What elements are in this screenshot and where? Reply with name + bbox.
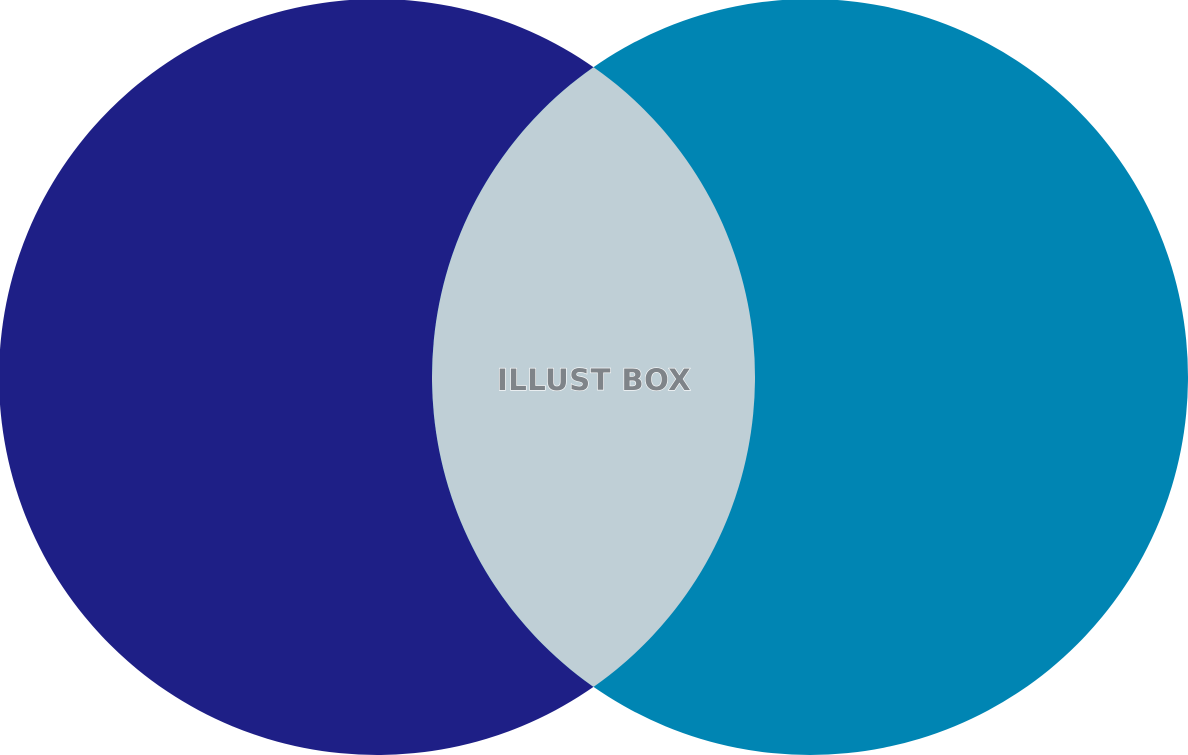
overlap-region — [432, 0, 755, 755]
watermark-text: ILLUST BOX — [497, 363, 691, 397]
